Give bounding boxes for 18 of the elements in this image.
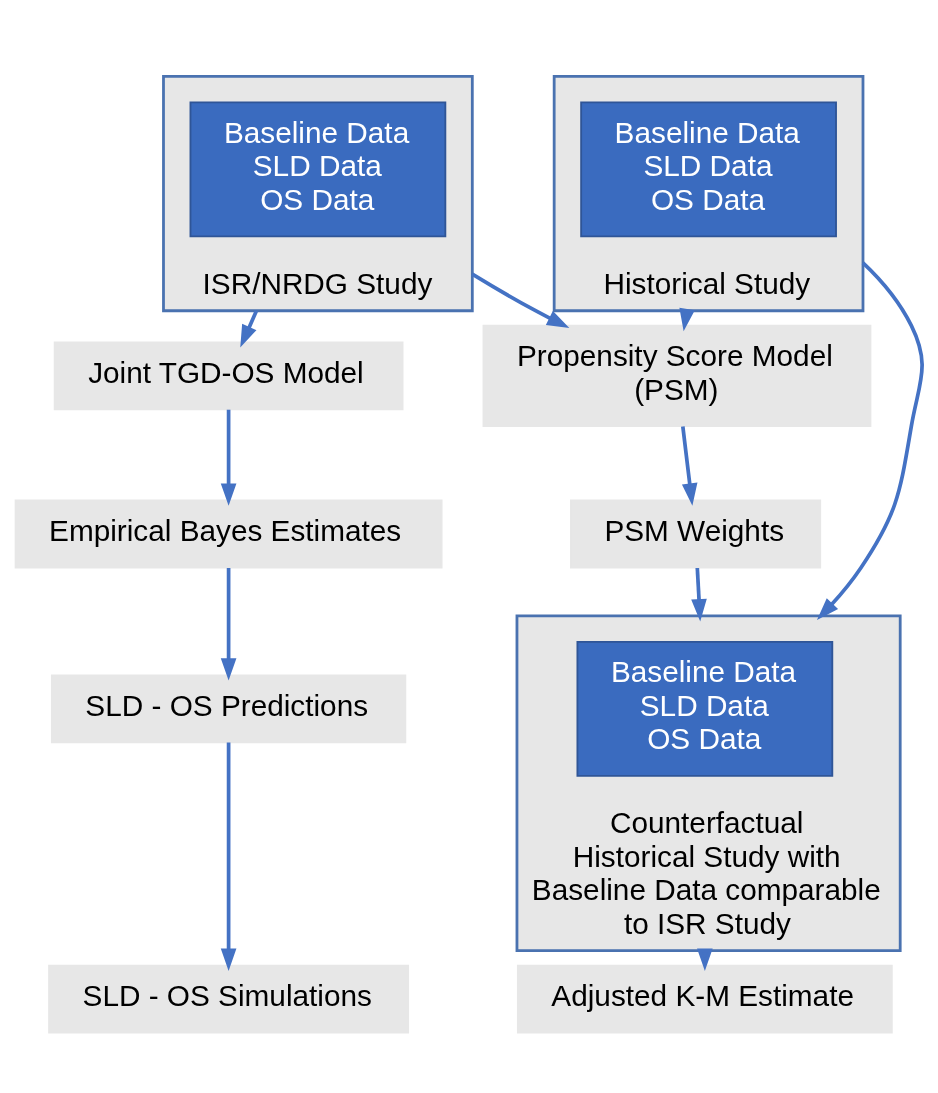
node-box: Joint TGD-OS Model [53,340,404,410]
arrow [681,425,698,506]
node-box: PSM Weights [570,499,822,568]
arrow [220,567,237,681]
node-box: Propensity Score Model (PSM) [482,324,872,427]
arrow [220,409,237,506]
node-box: SLD - OS Predictions [50,673,407,743]
arrow [240,309,259,347]
arrow [471,272,570,328]
node-box: Baseline Data SLD Data OS Data [189,100,447,237]
node-box: Baseline Data SLD Data OS Data [580,100,837,237]
node-box: SLD - OS Simulations [48,964,410,1033]
arrow [691,567,707,621]
node-box: Adjusted K-M Estimate [516,964,893,1033]
arrow [816,261,924,620]
arrow [220,741,237,971]
node-box: Empirical Bayes Estimates [14,499,443,568]
node-box: Baseline Data SLD Data OS Data [576,640,834,777]
